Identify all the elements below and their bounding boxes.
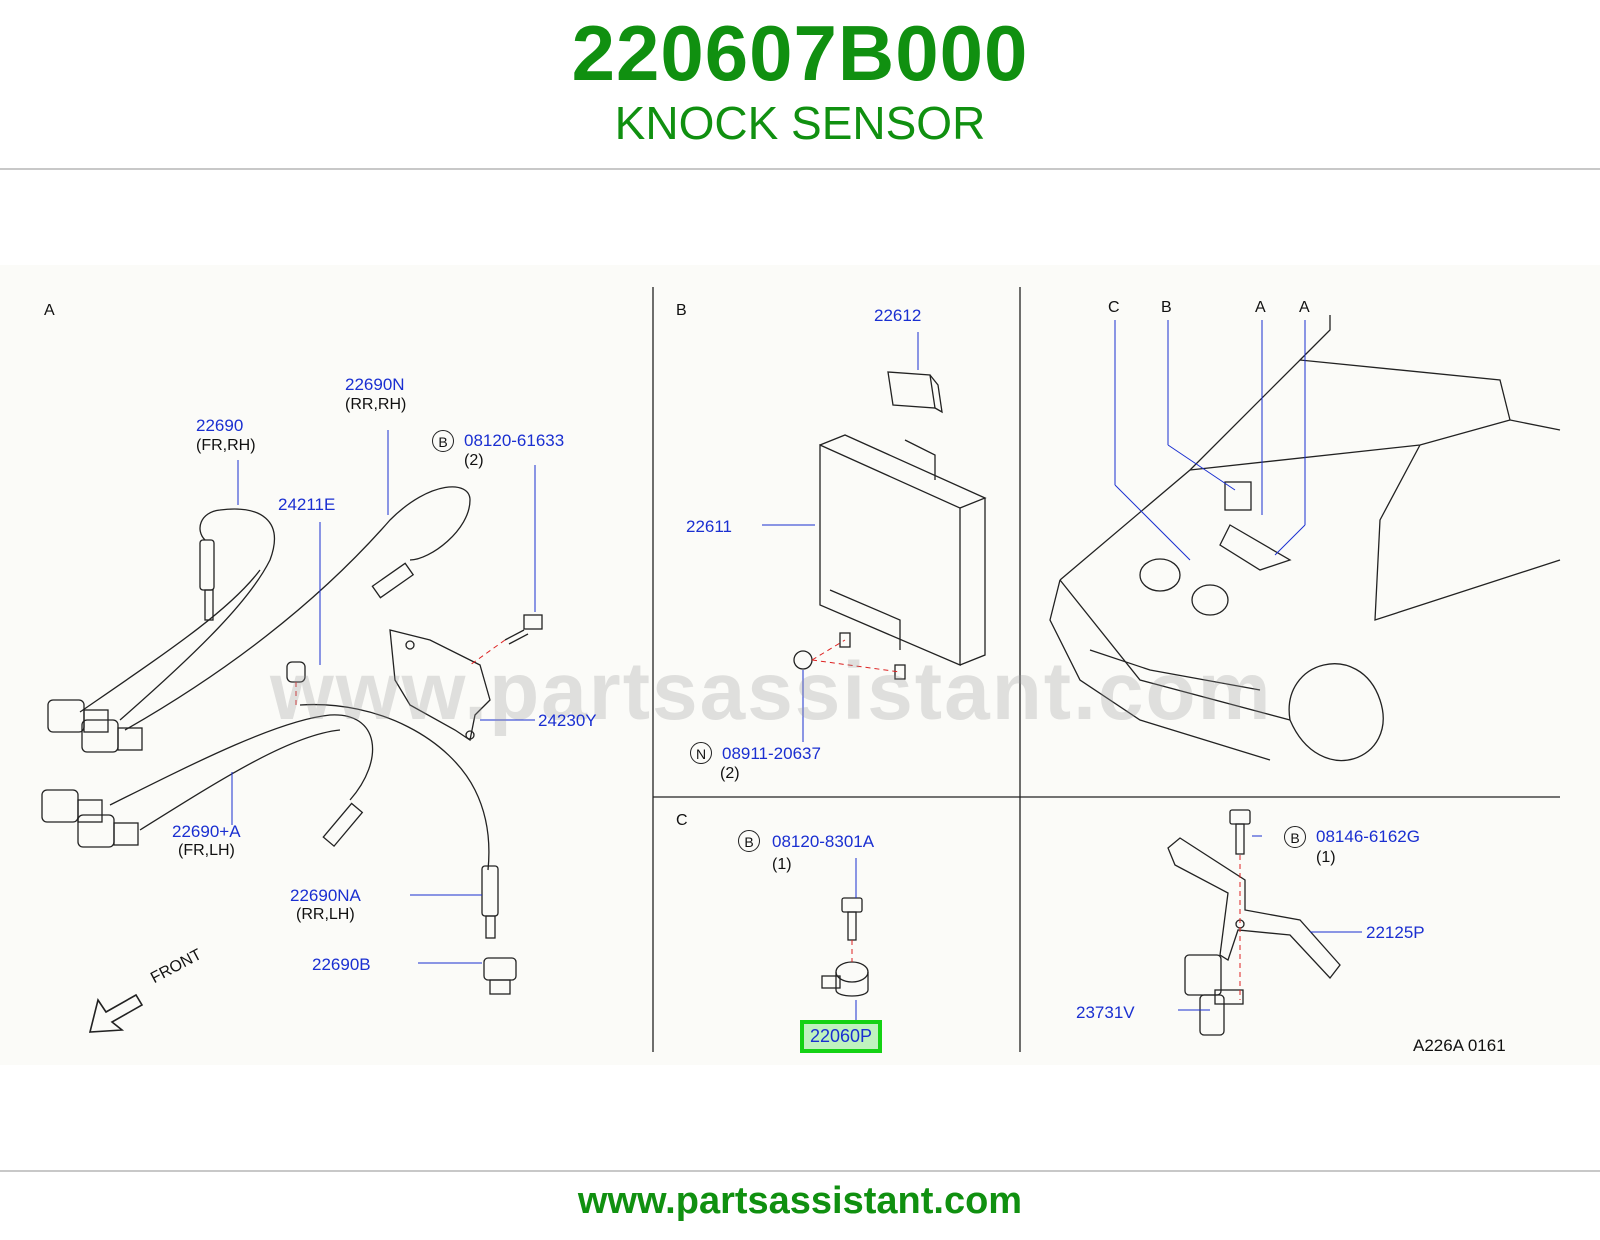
o2-sensor-rr-rh [124,486,471,731]
vehicle-outline [1049,315,1561,762]
sensor-bracket-24230y [389,629,491,742]
o2-sensor-fr-lh [109,714,374,848]
bolt-08120-8301a [841,897,863,941]
harness-connectors-a [41,699,143,848]
part-number-title: 220607B000 [571,9,1029,97]
part-label-22690na[interactable]: 22690NA [290,886,361,905]
bolt-08146-6162g [1229,809,1251,855]
part-qty-08911-20637: (2) [720,765,740,782]
part-label-24230y[interactable]: 24230Y [538,711,597,730]
part-note-22690na: (RR,LH) [296,906,355,923]
vehicle-callout-c: C [1108,299,1120,316]
part-label-22690n[interactable]: 22690N [345,375,405,394]
part-note-22690a: (FR,LH) [178,842,235,859]
o2-sensor-rr-lh [299,703,499,939]
part-label-24211e[interactable]: 24211E [278,495,336,514]
circle-b-icon: B [1284,826,1306,848]
part-label-08120-61633[interactable]: 08120-61633 [464,431,565,450]
part-qty-08120-61633: (2) [464,452,484,469]
part-label-22612[interactable]: 22612 [874,306,922,325]
footer-url-link[interactable]: www.partsassistant.com [577,1180,1023,1222]
part-qty-08146-6162g: (1) [1316,849,1336,866]
o2-sensor-plug [483,957,517,995]
part-label-23731v[interactable]: 23731V [1076,1003,1135,1022]
crank-sensor-23731v [1184,954,1244,1036]
ecm-module-22611 [819,434,987,666]
part-name-subtitle: KNOCK SENSOR [614,97,986,149]
section-a-letter: A [44,302,55,319]
part-note-22690: (FR,RH) [196,437,256,454]
part-label-08911-20637[interactable]: 08911-20637 [722,744,821,763]
header-divider [0,168,1600,170]
part-label-22690[interactable]: 22690 [196,416,244,435]
part-label-22060p-highlighted[interactable]: 22060P [800,1020,883,1053]
circle-b-icon: B [738,830,760,852]
part-note-22690n: (RR,RH) [345,396,407,413]
section-b-letter: B [676,302,687,319]
vehicle-callout-b: B [1161,299,1172,316]
section-c-letter: C [676,812,688,829]
ecm-bracket-22612 [887,371,943,414]
part-label-22690b[interactable]: 22690B [312,955,371,974]
bolt-08120-61633 [504,614,543,645]
knock-sensor-22060p [821,961,869,997]
assembly-lines [295,639,1241,1000]
vehicle-callout-a1: A [1255,299,1266,316]
bracket-22125p [1167,837,1341,980]
part-label-22690a[interactable]: 22690+A [172,822,241,841]
o2-sensor-fr-rh [79,508,276,721]
part-label-08146-6162g[interactable]: 08146-6162G [1316,827,1420,846]
footer-divider [0,1170,1600,1172]
part-label-22611[interactable]: 22611 [686,517,733,536]
part-qty-08120-8301a: (1) [772,856,792,873]
watermark: www.partsassistant.com [270,646,1273,737]
vehicle-callout-a2: A [1299,299,1310,316]
part-label-22125p[interactable]: 22125P [1366,923,1425,942]
diagram-code: A226A 0161 [1413,1036,1506,1055]
front-arrow-icon [88,993,144,1033]
circle-n-icon: N [690,742,712,764]
leader-lines [231,320,1362,1020]
circle-b-icon: B [432,430,454,452]
part-label-08120-8301a[interactable]: 08120-8301A [772,832,875,851]
ecm-studs [793,632,906,680]
